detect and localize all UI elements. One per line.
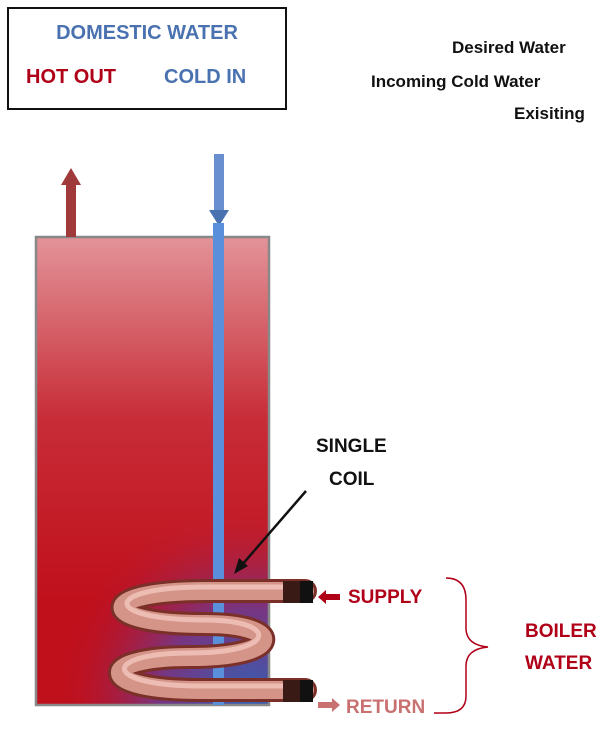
domestic-water-legend: DOMESTIC WATER HOT OUT COLD IN — [7, 7, 287, 110]
existing-text: Exisiting — [514, 104, 585, 123]
boiler-water-label-line1: BOILER — [525, 621, 597, 642]
single-coil — [108, 579, 317, 702]
boiler-brace — [434, 577, 489, 714]
tank-outline — [34, 235, 271, 707]
desired-water-text: Desired Water — [452, 38, 566, 57]
hot-out-arrow — [61, 168, 81, 185]
supply-label: SUPPLY — [348, 587, 423, 608]
cold-in-dip-tube — [213, 223, 224, 705]
cold-in-arrow — [209, 210, 229, 226]
single-coil-label-line2: COIL — [329, 469, 375, 490]
hot-out-pipe — [66, 183, 76, 237]
supply-fitting-cap — [300, 581, 313, 603]
incoming-cold-water-text: Incoming Cold Water — [371, 72, 541, 91]
hot-out-label: HOT OUT — [26, 66, 116, 88]
legend-title: DOMESTIC WATER — [56, 22, 238, 44]
cold-in-pipe-top — [214, 154, 224, 212]
coil-pointer-line — [240, 490, 307, 567]
return-fitting-cap — [300, 680, 313, 702]
return-arrow-icon — [318, 698, 340, 712]
single-coil-label-line1: SINGLE — [316, 436, 387, 457]
supply-arrow-icon — [318, 590, 340, 604]
cold-in-label: COLD IN — [164, 66, 247, 88]
return-label: RETURN — [346, 697, 426, 718]
coil-pointer-arrowhead — [234, 558, 248, 574]
boiler-water-label-line2: WATER — [525, 653, 593, 674]
